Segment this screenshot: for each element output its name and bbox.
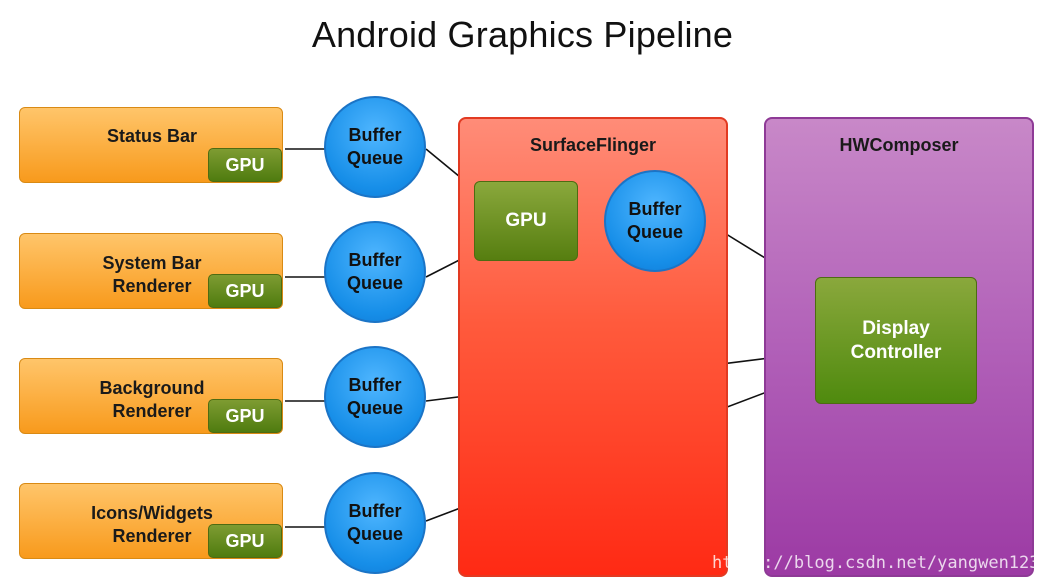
diagram-title: Android Graphics Pipeline xyxy=(311,14,734,55)
surfaceflinger-title: SurfaceFlinger xyxy=(529,135,657,155)
surfaceflinger-buffer-queue: Buffer Queue xyxy=(604,170,706,272)
display-controller: Display Controller xyxy=(815,277,977,404)
gpu-badge: GPU xyxy=(208,524,282,558)
gpu-badge: GPU xyxy=(208,274,282,308)
producer-label: Status Bar xyxy=(106,126,198,146)
producer-label: Background Renderer xyxy=(99,378,205,421)
surfaceflinger-gpu: GPU xyxy=(474,181,578,261)
hwcomposer-title: HWComposer xyxy=(839,135,959,155)
gpu-badge: GPU xyxy=(208,399,282,433)
buffer-queue-2: Buffer Queue xyxy=(324,221,426,323)
producer-label: System Bar Renderer xyxy=(102,253,202,296)
buffer-queue-4: Buffer Queue xyxy=(324,472,426,574)
producer-icons-widgets-renderer: Icons/Widgets Renderer GPU xyxy=(19,483,283,559)
buffer-queue-3: Buffer Queue xyxy=(324,346,426,448)
producer-label: Icons/Widgets Renderer xyxy=(91,503,213,546)
producer-status-bar: Status Bar GPU xyxy=(19,107,283,183)
producer-system-bar-renderer: System Bar Renderer GPU xyxy=(19,233,283,309)
buffer-queue-1: Buffer Queue xyxy=(324,96,426,198)
watermark: https://blog.csdn.net/yangwen123 xyxy=(712,553,1040,573)
producer-background-renderer: Background Renderer GPU xyxy=(19,358,283,434)
gpu-badge: GPU xyxy=(208,148,282,182)
